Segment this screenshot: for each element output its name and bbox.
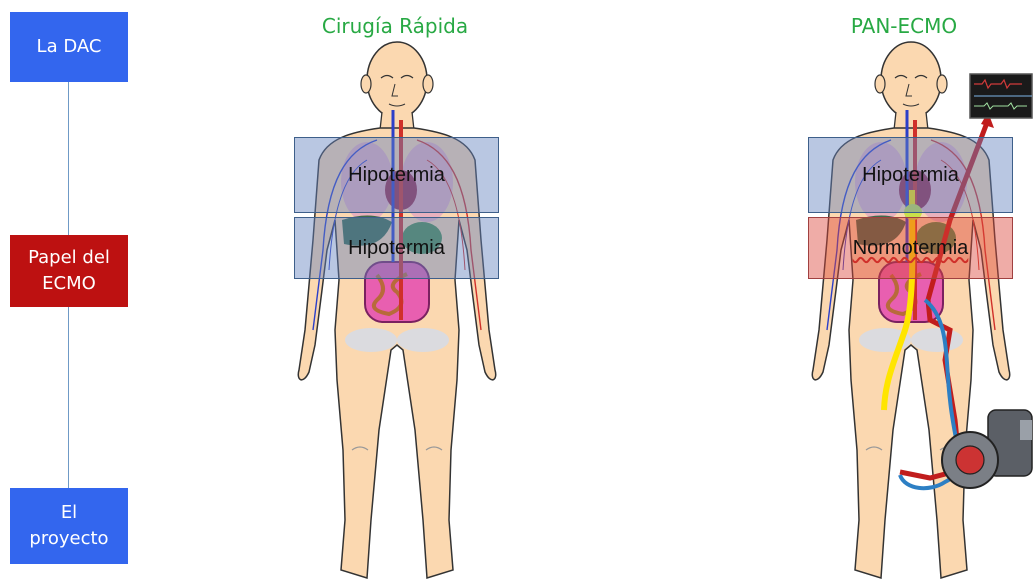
vital-signs-monitor <box>970 74 1032 118</box>
band-abdomen-left: Hipotermia <box>294 217 499 279</box>
band-label: Hipotermia <box>862 164 959 187</box>
human-figure-left <box>298 42 495 578</box>
band-label: Hipotermia <box>348 164 445 187</box>
band-label: Hipotermia <box>348 237 445 260</box>
band-thorax-right: Hipotermia <box>808 137 1013 213</box>
band-label: Normotermia <box>853 237 969 260</box>
human-figure-right <box>812 42 1009 578</box>
band-thorax-left: Hipotermia <box>294 137 499 213</box>
band-abdomen-right: Normotermia <box>808 217 1013 279</box>
